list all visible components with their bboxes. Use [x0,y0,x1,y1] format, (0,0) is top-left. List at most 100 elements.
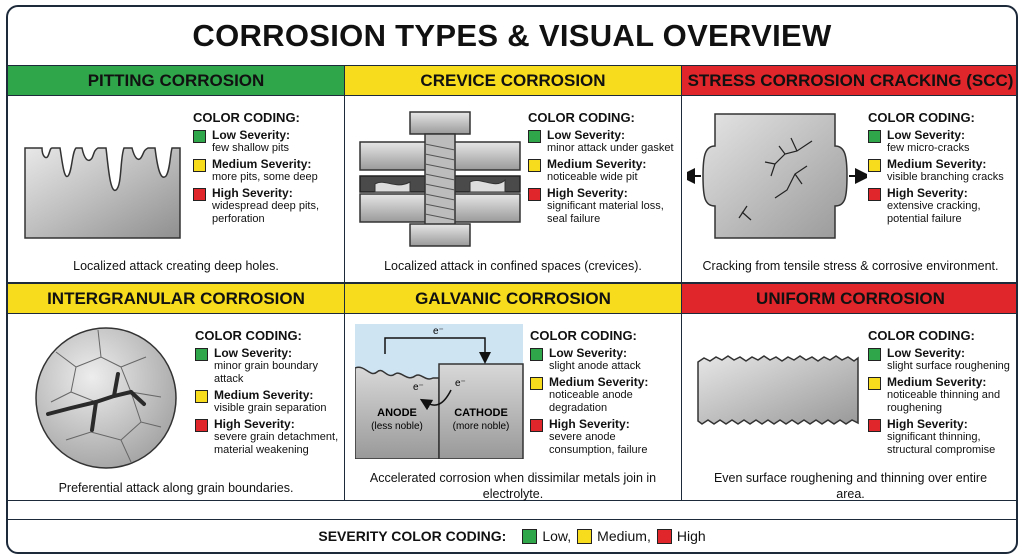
medium-swatch [868,377,881,390]
high-swatch [193,188,206,201]
diagram-frame: CORROSION TYPES & VISUAL OVERVIEW PITTIN… [6,5,1018,554]
legend-low: Low Severity:few shallow pits [193,129,343,155]
medium-label: Medium Severity: [212,157,312,171]
high-label: High Severity: [549,417,630,431]
panel-header: CREVICE CORROSION [345,66,681,96]
color-legend: COLOR CODING: Low Severity:slight surfac… [868,328,1016,460]
medium-label: Medium Severity: [549,375,649,389]
legend-heading: COLOR CODING: [195,328,302,343]
legend-high: High Severity:severe anode consumption, … [530,418,680,457]
low-swatch [195,348,208,361]
legend-low: Low Severity:few micro-cracks [868,128,1016,155]
legend-high: High Severity:significant thinning, stru… [868,417,1016,457]
anode-label: ANODE [377,407,417,419]
footer-label: SEVERITY COLOR CODING: [318,528,507,544]
panel-galvanic: GALVANIC CORROSION e⁻ e⁻ e⁻ ANODE (less … [345,283,682,501]
panel-scc: STRESS CORROSION CRACKING (SCC) COLOR CO… [682,65,1016,283]
legend-medium: Medium Severity:noticeable anode degrada… [530,376,680,415]
low-label: Low Severity: [887,128,966,142]
high-text: widespread deep pits, perforation [212,200,320,225]
cathode-sub: (more noble) [453,421,510,432]
low-label: Low Severity: [212,128,291,142]
medium-text: more pits, some deep [212,171,318,183]
panel-intergranular: INTERGRANULAR CORROSION COLOR CODING: [8,283,345,501]
panel-caption: Accelerated corrosion when dissimilar me… [369,471,657,501]
high-label: High Severity: [212,186,293,200]
medium-text: visible grain separation [214,402,327,414]
low-text: few micro-cracks [887,142,970,154]
footer-low-text: Low, [542,528,572,544]
intergranular-illustration [35,327,177,469]
scc-illustration [687,113,867,239]
medium-text: noticeable wide pit [547,171,638,183]
footer-low-swatch [522,528,538,544]
low-label: Low Severity: [214,346,293,360]
panel-pitting: PITTING CORROSION COLOR CODING: Low Seve… [8,65,345,283]
panel-header: PITTING CORROSION [8,66,344,96]
medium-label: Medium Severity: [887,157,987,171]
low-label: Low Severity: [887,346,966,360]
electron-label-low: e⁻ [413,382,424,393]
low-text: slight surface roughening [887,360,1010,372]
panel-caption: Even surface roughening and thinning ove… [713,471,988,501]
legend-low: Low Severity:slight surface roughening [868,346,1016,373]
low-text: minor attack under gasket [547,142,674,154]
legend-medium: Medium Severity:visible grain separation [195,389,345,415]
high-swatch [195,419,208,432]
panel-caption: Localized attack creating deep holes. [73,259,279,273]
galvanic-illustration: e⁻ e⁻ e⁻ ANODE (less noble) CATHODE (mor… [355,324,524,459]
footer-high-text: High [676,528,706,544]
panel-caption: Preferential attack along grain boundari… [58,481,294,495]
panel-caption: Cracking from tensile stress & corrosive… [702,259,999,273]
color-legend: COLOR CODING: Low Severity:minor attack … [528,110,678,229]
panel-header: GALVANIC CORROSION [345,284,681,314]
panel-caption: Localized attack in confined spaces (cre… [384,259,642,273]
medium-label: Medium Severity: [887,375,987,389]
medium-swatch [195,390,208,403]
low-text: few shallow pits [212,142,290,154]
legend-low: Low Severity:minor attack under gasket [528,129,678,155]
footer-medium-swatch [577,528,593,544]
legend-high: High Severity:severe grain detachment, m… [195,418,345,457]
legend-medium: Medium Severity:noticeable wide pit [528,158,678,184]
high-text: severe anode consumption, failure [549,431,648,456]
panel-header: INTERGRANULAR CORROSION [8,284,344,314]
high-swatch [868,419,881,432]
legend-heading: COLOR CODING: [193,110,300,125]
low-label: Low Severity: [547,128,626,142]
high-swatch [528,188,541,201]
footer-high-swatch [656,528,672,544]
medium-text: noticeable thinning and roughening [887,389,1001,414]
high-swatch [530,419,543,432]
electron-label-mid: e⁻ [455,378,466,389]
panel-crevice: CREVICE CORROSION COLOR CODING [345,65,682,283]
medium-swatch [528,159,541,172]
high-label: High Severity: [887,186,968,200]
low-swatch [530,348,543,361]
uniform-illustration [697,355,859,425]
low-swatch [193,130,206,143]
legend-high: High Severity:widespread deep pits, perf… [193,187,343,226]
high-label: High Severity: [887,417,968,431]
high-text: severe grain detachment, material weaken… [214,431,339,456]
color-legend: COLOR CODING: Low Severity:few shallow p… [193,110,343,229]
footer-medium-text: Medium, [597,528,651,544]
legend-heading: COLOR CODING: [530,328,637,343]
panel-header: STRESS CORROSION CRACKING (SCC) [682,66,1016,96]
high-label: High Severity: [547,186,628,200]
anode-sub: (less noble) [371,421,423,432]
legend-low: Low Severity:slight anode attack [530,347,680,373]
medium-swatch [193,159,206,172]
panel-uniform: UNIFORM CORROSION COLOR CODING: Low Seve… [682,283,1016,501]
legend-medium: Medium Severity:more pits, some deep [193,158,343,184]
medium-swatch [530,377,543,390]
medium-label: Medium Severity: [547,157,647,171]
high-text: significant thinning, structural comprom… [887,431,996,456]
pitting-illustration [24,147,181,239]
low-label: Low Severity: [549,346,628,360]
severity-footer: SEVERITY COLOR CODING: Low, Medium, High [8,519,1016,552]
legend-heading: COLOR CODING: [868,328,975,343]
high-label: High Severity: [214,417,295,431]
legend-low: Low Severity:minor grain boundary attack [195,347,345,386]
low-text: minor grain boundary attack [214,360,318,385]
